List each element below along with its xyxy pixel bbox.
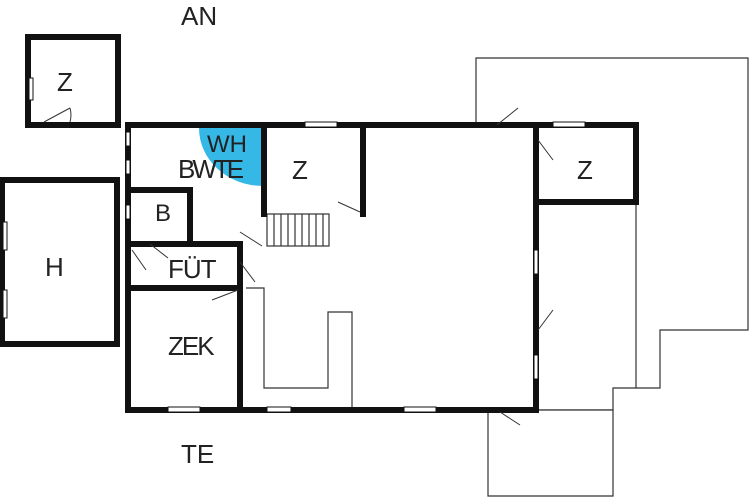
terrace-outline-south: [487, 409, 614, 497]
label-bedroom-center: Z: [292, 155, 308, 185]
label-left-building: H: [45, 252, 64, 282]
label-kitchen: ZEK: [168, 331, 215, 361]
label-bathroom: BWTE: [178, 154, 244, 184]
kitchen-counter: [246, 287, 353, 408]
doors: [43, 107, 554, 426]
label-hallway: FÜT: [168, 254, 217, 284]
label-shed-room: Z: [57, 67, 73, 97]
water-heater-shape: [199, 128, 263, 186]
label-small-room: B: [155, 200, 172, 227]
label-south-outside: TE: [181, 439, 215, 469]
staircase: [266, 213, 330, 247]
label-water-heater: WH: [207, 131, 247, 158]
label-bedroom-right: Z: [577, 155, 593, 185]
terrace-outline-east: [475, 57, 749, 411]
windows: [2, 77, 586, 413]
label-north-outside: AN: [181, 1, 218, 31]
